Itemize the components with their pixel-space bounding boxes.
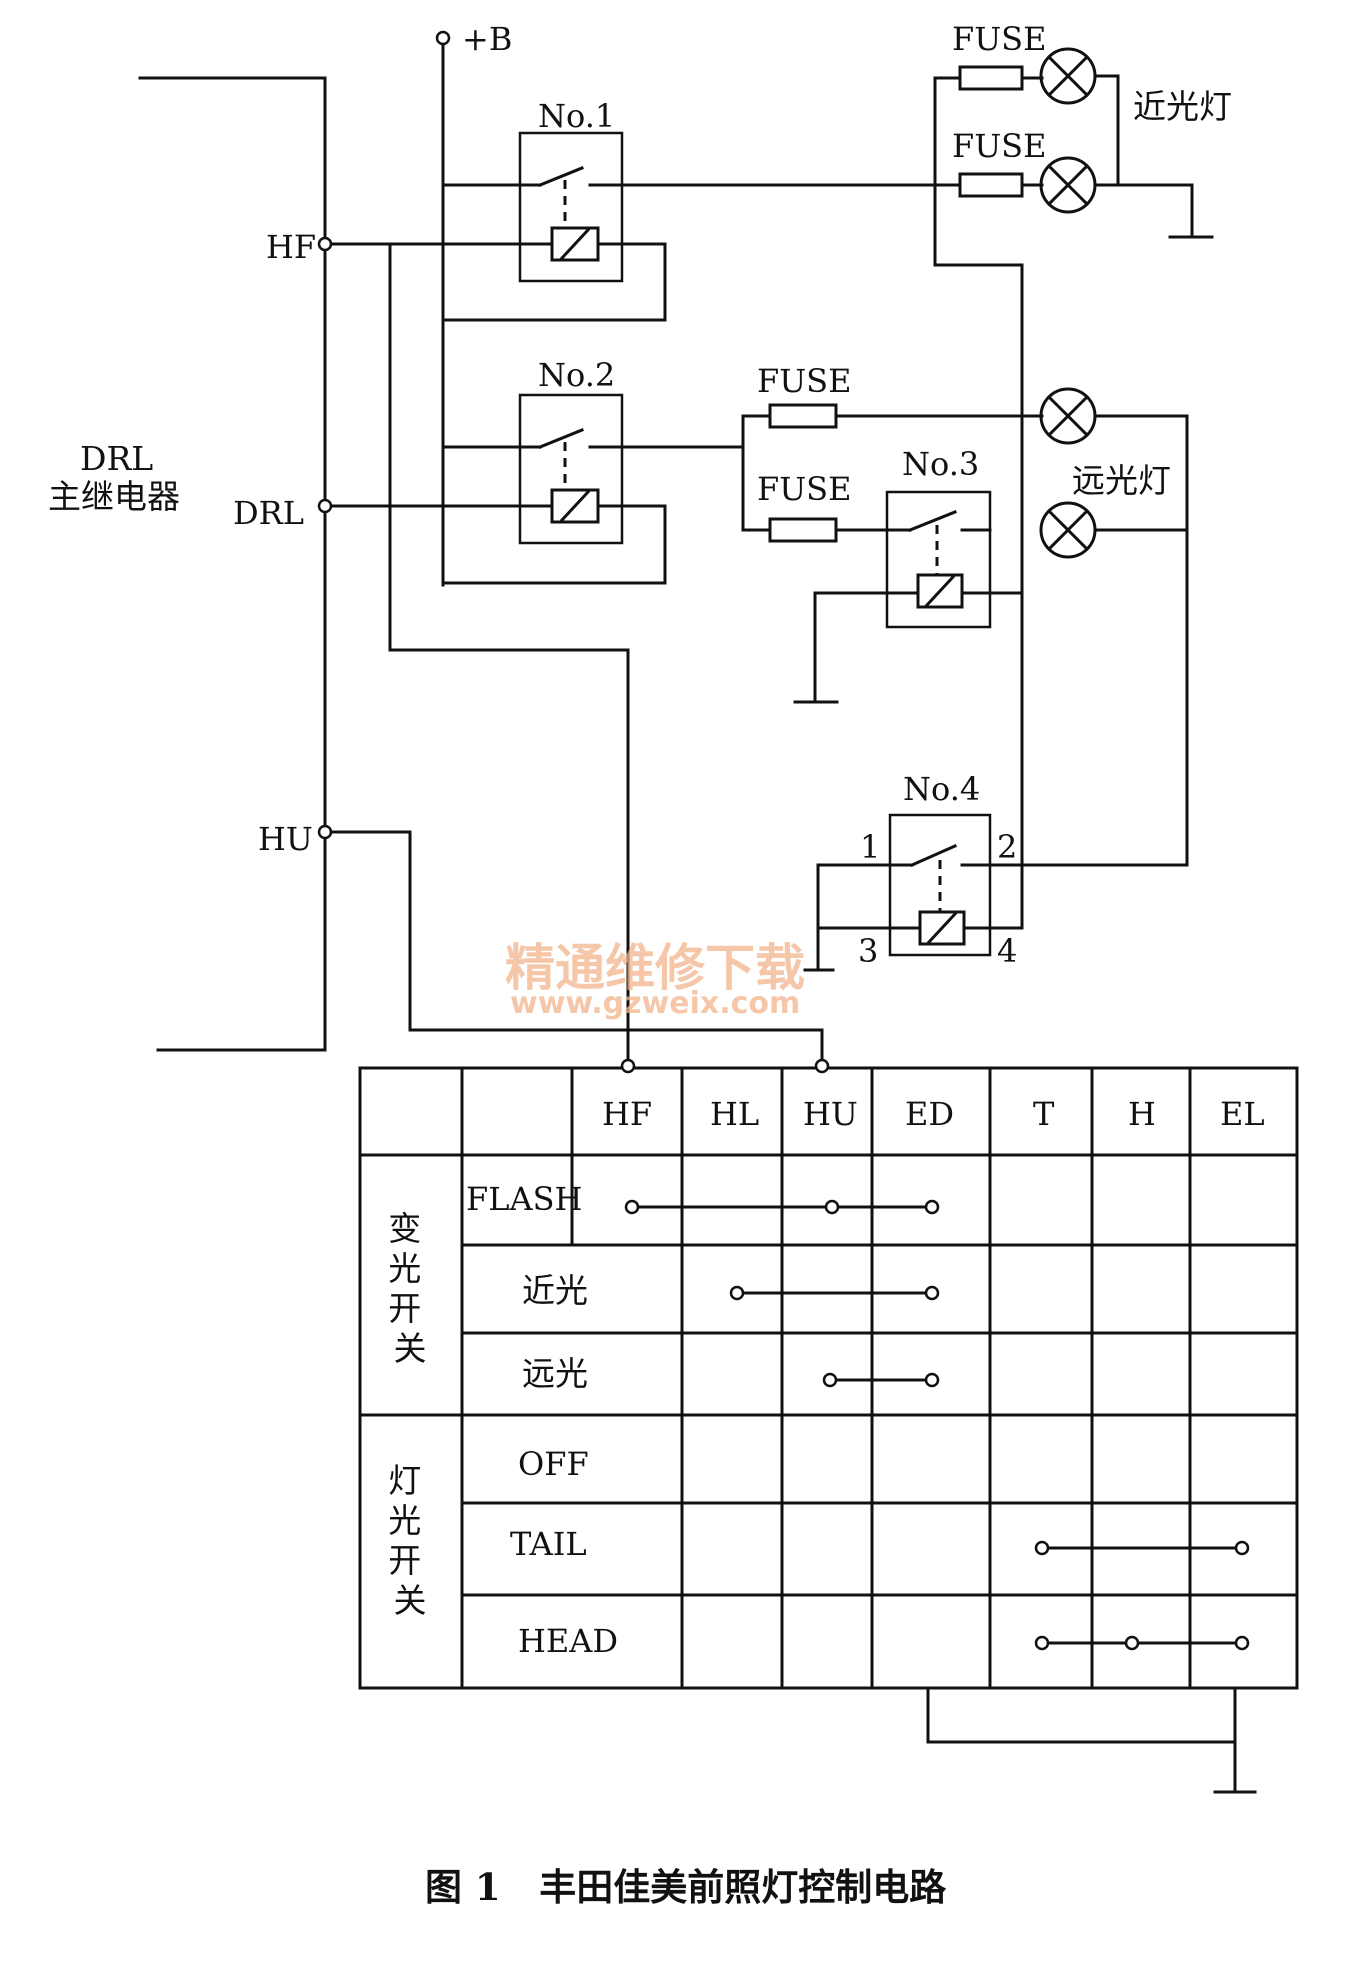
group-label-light-switch: 灯 光 开 关 — [388, 1461, 432, 1620]
fuse-low-1 — [958, 65, 1024, 91]
figure-caption: 图 1 丰田佳美前照灯控制电路 — [425, 1865, 947, 1909]
relay-no4-label: No.4 — [903, 770, 980, 808]
relay-no4-pin-3: 3 — [858, 932, 878, 970]
col-header-hf: HF — [602, 1095, 652, 1133]
drl-main-relay-label-line2: 主继电器 — [48, 477, 180, 516]
relay-no4-pin-2: 2 — [997, 828, 1017, 866]
fuse-high-1 — [768, 403, 838, 429]
table-node-hu — [814, 1058, 830, 1074]
fuse-label-low-2: FUSE — [952, 127, 1046, 165]
col-header-ed: ED — [905, 1095, 954, 1133]
power-supply-b: +B — [435, 20, 512, 587]
drl-main-relay-label-line1: DRL — [80, 439, 153, 478]
row-label-tail: TAIL — [510, 1525, 587, 1563]
connection-low-beam — [729, 1285, 940, 1301]
relay-no2-label: No.2 — [538, 356, 615, 394]
col-header-hu: HU — [803, 1095, 858, 1133]
fuse-label-low-1: FUSE — [952, 20, 1046, 58]
relay-no3: No.3 — [793, 445, 992, 704]
high-beam-circuit: FUSE FUSE 远光灯 — [741, 362, 1189, 867]
power-label: +B — [462, 20, 512, 58]
row-label-head: HEAD — [518, 1622, 618, 1660]
terminal-label-hf: HF — [266, 228, 316, 266]
fuse-label-high-1: FUSE — [757, 362, 851, 400]
row-label-flash: FLASH — [466, 1180, 582, 1218]
terminal-node-hu — [317, 824, 333, 840]
relay-no4: No.4 1 2 3 4 — [803, 770, 1017, 972]
row-label-low-beam: 近光 — [522, 1271, 588, 1310]
fuse-low-2 — [958, 172, 1024, 198]
terminal-label-hu: HU — [258, 820, 313, 858]
col-header-h: H — [1128, 1095, 1156, 1133]
row-label-off: OFF — [518, 1445, 589, 1483]
connection-high-beam — [822, 1372, 940, 1388]
col-header-t: T — [1033, 1095, 1055, 1133]
switch-table: HF HL HU ED T H EL 变 光 开 关 灯 光 开 关 FLASH… — [358, 1058, 1299, 1690]
low-beam-lamp-label: 近光灯 — [1133, 87, 1232, 126]
row-label-high-beam: 远光 — [522, 1354, 588, 1393]
drl-main-relay: DRL 主继电器 HF DRL HU — [48, 76, 327, 1052]
watermark-url: www.gzweix.com — [510, 986, 800, 1021]
fuse-label-high-2: FUSE — [757, 470, 851, 508]
high-beam-lamp-label: 远光灯 — [1072, 461, 1171, 500]
relay-no2: No.2 — [326, 356, 745, 585]
table-node-hf — [620, 1058, 636, 1074]
relay-no1: No.1 — [326, 97, 937, 322]
col-header-el: EL — [1220, 1095, 1265, 1133]
relay-no4-pin-4: 4 — [997, 932, 1017, 970]
terminal-label-drl: DRL — [233, 494, 304, 532]
relay-no3-label: No.3 — [902, 445, 979, 483]
relay-no1-label: No.1 — [538, 97, 615, 135]
group-label-dimmer-switch: 变 光 开 关 — [388, 1209, 432, 1368]
low-beam-circuit: FUSE FUSE 近光灯 — [933, 20, 1232, 239]
connection-head — [1034, 1635, 1250, 1651]
connection-tail — [1034, 1540, 1250, 1556]
relay-no4-pin-1: 1 — [860, 828, 880, 866]
connection-flash — [624, 1199, 940, 1215]
terminal-node-drl — [317, 498, 333, 514]
col-header-hl: HL — [710, 1095, 759, 1133]
terminal-node-hf — [317, 236, 333, 252]
watermark-text: 精通维修下载 — [505, 939, 805, 997]
fuse-high-2 — [768, 517, 838, 543]
